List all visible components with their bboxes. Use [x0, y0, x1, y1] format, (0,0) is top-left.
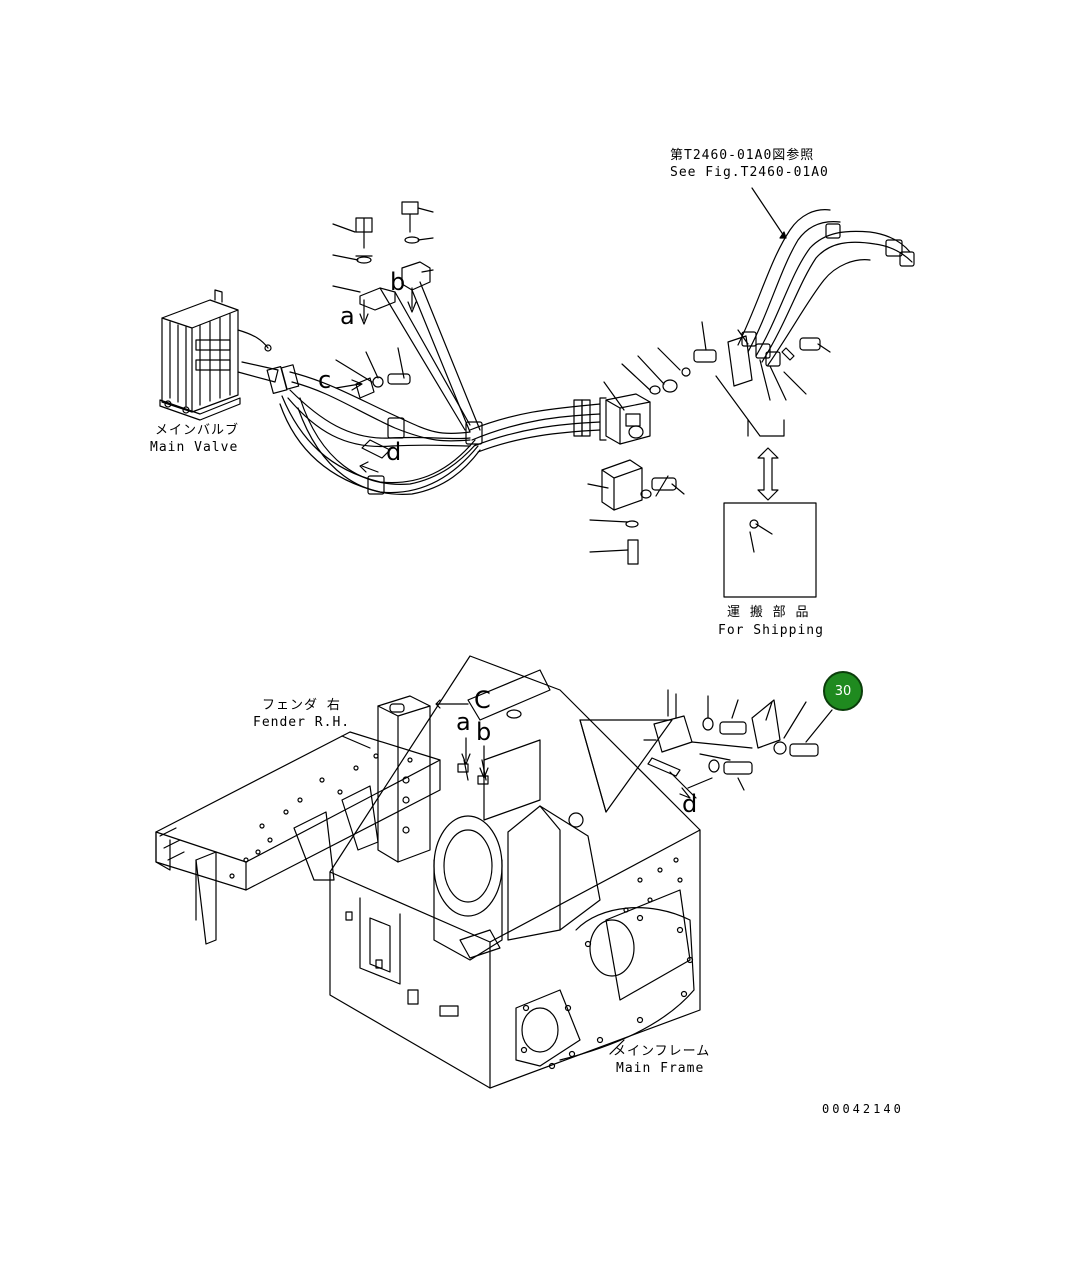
shipping-jp: 運 搬 部 品 — [727, 605, 810, 620]
main-frame-en: Main Frame — [616, 1061, 705, 1076]
hose-bundle-right — [715, 209, 915, 437]
view-letter-d-lower: d — [682, 790, 698, 818]
reference-jp: 第T2460-01A0図参照 — [670, 148, 815, 163]
view-letter-a-lower: a — [456, 708, 471, 736]
shipping-box — [723, 447, 817, 598]
leader-lines-upper — [332, 187, 831, 553]
upper-brackets — [355, 201, 481, 459]
junction-block — [599, 349, 717, 565]
lower-brackets — [435, 689, 833, 813]
main-valve-en: Main Valve — [150, 440, 239, 455]
main-valve-drawing — [159, 289, 272, 421]
fender-jp: フェンダ 右 — [262, 698, 341, 713]
view-letter-b-lower: b — [476, 718, 492, 746]
fender-en: Fender R.H. — [253, 715, 351, 730]
shipping-en: For Shipping — [718, 623, 824, 638]
hose-bundle-left — [237, 361, 601, 495]
view-letter-d-upper: d — [386, 438, 402, 466]
view-letter-c-upper: c — [318, 366, 332, 394]
view-letter-b-upper: b — [390, 268, 406, 296]
view-letter-a-upper: a — [340, 302, 355, 330]
leader-lines-lower — [341, 735, 625, 1055]
drawing-number: 00042140 — [822, 1102, 904, 1116]
reference-en: See Fig.T2460-01A0 — [670, 165, 829, 180]
callout-badge[interactable]: 30 — [823, 671, 863, 711]
main-frame-jp: メインフレーム — [613, 1044, 711, 1059]
fender-drawing — [155, 731, 441, 945]
main-valve-jp: メインバルブ — [155, 423, 240, 438]
main-frame-drawing — [329, 655, 701, 1089]
view-letter-C-lower: C — [474, 686, 491, 714]
